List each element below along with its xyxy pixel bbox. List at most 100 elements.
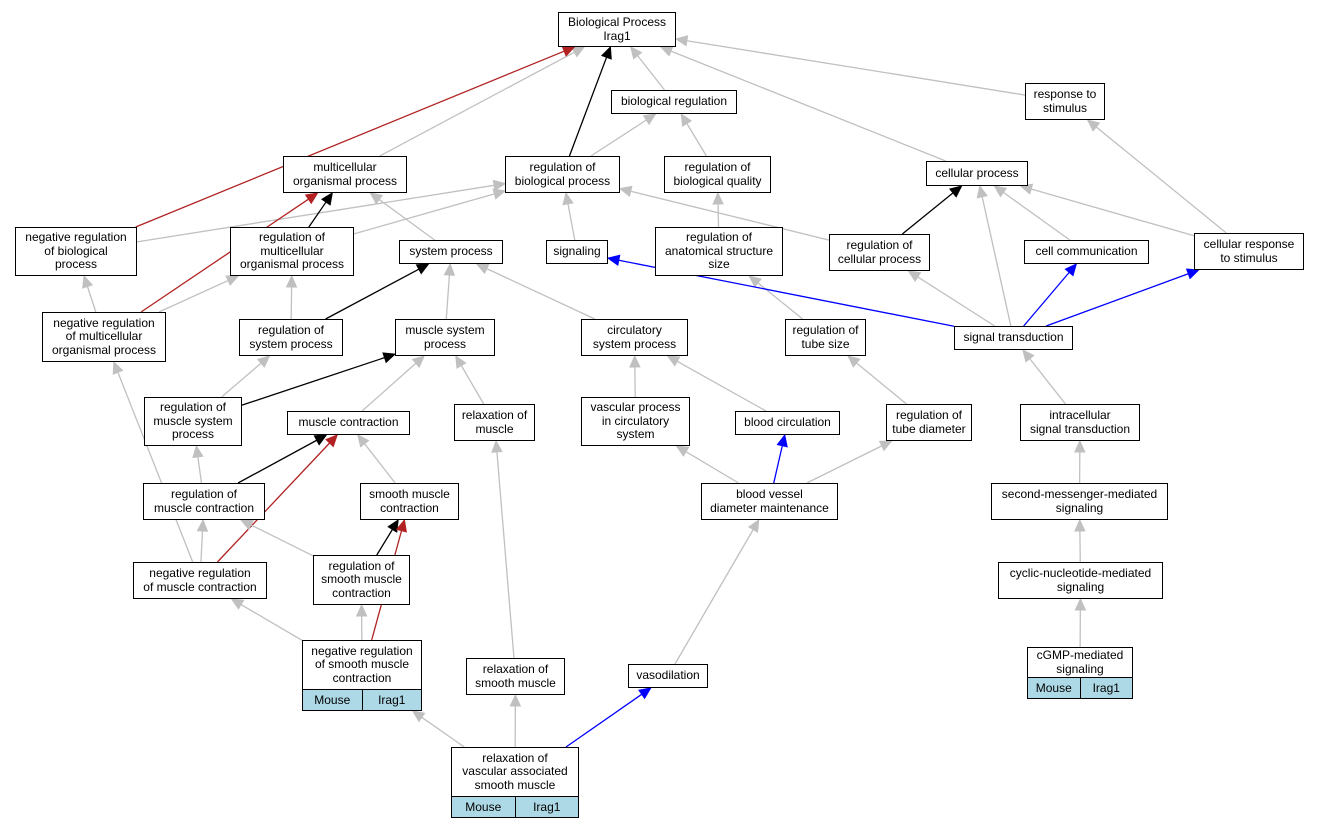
edge-line — [1029, 358, 1066, 405]
go-term-node[interactable]: multicellular organismal process — [283, 156, 407, 193]
go-term-node[interactable]: circulatory system process — [581, 319, 688, 356]
go-term-node[interactable]: regulation of biological quality — [664, 156, 771, 193]
arrow-head — [606, 254, 621, 266]
edge-line — [856, 362, 907, 405]
edge — [1074, 439, 1086, 484]
go-term-node[interactable]: signaling — [546, 240, 608, 264]
arrow-head — [561, 46, 576, 57]
go-term-node[interactable]: signal transduction — [954, 326, 1073, 350]
edge — [1074, 597, 1087, 648]
edge-line — [241, 357, 385, 406]
go-term-node[interactable]: cell communication — [1024, 240, 1149, 264]
go-term-node[interactable]: regulation of tube size — [785, 319, 866, 356]
go-term-node[interactable]: cellular response to stimulus — [1194, 233, 1304, 270]
edge — [135, 46, 576, 228]
edge — [353, 188, 507, 235]
edge — [361, 355, 426, 412]
go-term-node[interactable]: negative regulation of muscle contractio… — [133, 562, 267, 599]
go-term-node[interactable]: system process — [399, 240, 503, 264]
edge-line — [117, 371, 194, 563]
go-term-node[interactable]: vascular process in circulatory system — [581, 397, 690, 446]
arrow-head — [1086, 119, 1101, 132]
arrow-head — [304, 192, 319, 205]
gene-cell: Irag1 — [361, 690, 422, 710]
go-term-node[interactable]: smooth muscle contraction — [360, 483, 459, 520]
go-term-node[interactable]: regulation of smooth muscle contraction — [313, 555, 410, 605]
arrow-head — [629, 354, 641, 368]
species-cell: Mouse — [314, 693, 351, 707]
arrow-head — [475, 263, 490, 275]
arrow-head — [907, 270, 922, 283]
edge — [411, 710, 465, 748]
arrow-head — [1064, 263, 1078, 277]
arrow-head — [411, 355, 426, 368]
go-term-node[interactable]: regulation of cellular process — [829, 234, 930, 271]
go-term-node[interactable]: regulation of system process — [239, 319, 343, 356]
edge-line — [200, 530, 204, 563]
go-term-node[interactable]: cellular process — [926, 161, 1028, 186]
go-term-node[interactable]: regulation of biological process — [505, 156, 620, 193]
go-term-node[interactable]: cyclic-nucleotide-mediated signaling — [998, 562, 1163, 599]
arrow-head — [509, 693, 522, 707]
edge — [1086, 119, 1227, 234]
go-term-node[interactable]: regulation of anatomical structure size — [655, 227, 783, 276]
edge-line — [353, 193, 495, 235]
arrow-head — [382, 352, 397, 364]
edge-line — [486, 268, 596, 320]
arrow-head — [387, 518, 399, 533]
edge-line — [981, 196, 1012, 327]
edge-line — [637, 55, 666, 91]
arrow-head — [240, 519, 254, 531]
arrow-head — [675, 445, 690, 457]
go-term-node[interactable]: intracellular signal transduction — [1020, 404, 1140, 441]
edge — [568, 45, 612, 157]
go-term-node[interactable]: blood circulation — [735, 411, 840, 435]
go-term-node[interactable]: negative regulation of multicellular org… — [42, 312, 166, 362]
go-term-node[interactable]: regulation of muscle system process — [144, 397, 242, 446]
go-term-node[interactable]: cGMP-mediated signaling — [1027, 647, 1133, 678]
go-term-node[interactable]: second-messenger-mediated signaling — [991, 483, 1168, 520]
go-term-node[interactable]: biological regulation — [611, 90, 737, 114]
go-term-node[interactable]: negative regulation of smooth muscle con… — [302, 640, 422, 690]
arrow-head — [993, 185, 1008, 198]
arrow-head — [666, 355, 681, 367]
arrow-head — [674, 35, 689, 47]
edge-line — [1002, 191, 1071, 241]
edge — [376, 518, 399, 556]
go-term-node[interactable]: relaxation of smooth muscle — [466, 658, 565, 695]
go-term-node[interactable]: regulation of tube diameter — [886, 404, 972, 441]
edge — [712, 191, 724, 228]
go-term-node[interactable]: Biological Process Irag1 — [558, 12, 676, 47]
edge — [509, 693, 522, 748]
go-term-node[interactable]: relaxation of muscle — [454, 404, 535, 441]
go-term-node[interactable]: blood vessel diameter maintenance — [701, 483, 838, 520]
edge-line — [670, 50, 946, 162]
edge-line — [250, 524, 314, 557]
edge-line — [378, 198, 435, 241]
go-term-node[interactable]: vasodilation — [628, 664, 708, 688]
edge — [140, 192, 319, 313]
go-term-node[interactable]: regulation of muscle contraction — [143, 483, 265, 520]
edge — [136, 179, 507, 243]
arrow-head — [659, 45, 674, 57]
edge — [976, 184, 1012, 327]
arrow-head — [562, 191, 574, 206]
go-term-node[interactable]: negative regulation of biological proces… — [15, 227, 137, 276]
arrow-head — [230, 598, 245, 610]
edge-line — [221, 362, 262, 398]
edge-line — [445, 274, 451, 320]
go-term-node[interactable]: relaxation of vascular associated smooth… — [451, 747, 579, 797]
go-term-node[interactable]: muscle system process — [395, 319, 495, 356]
edge-line — [567, 203, 576, 241]
edge-line — [686, 123, 707, 157]
arrow-head — [630, 46, 643, 60]
go-term-node[interactable]: muscle contraction — [287, 411, 410, 435]
edge-line — [325, 268, 420, 320]
arrow-head — [192, 444, 204, 459]
go-term-node[interactable]: regulation of multicellular organismal p… — [230, 227, 354, 276]
go-term-node[interactable]: response to stimulus — [1025, 83, 1105, 120]
edge — [565, 687, 652, 748]
edge — [241, 352, 397, 406]
arrow-head — [712, 191, 724, 205]
